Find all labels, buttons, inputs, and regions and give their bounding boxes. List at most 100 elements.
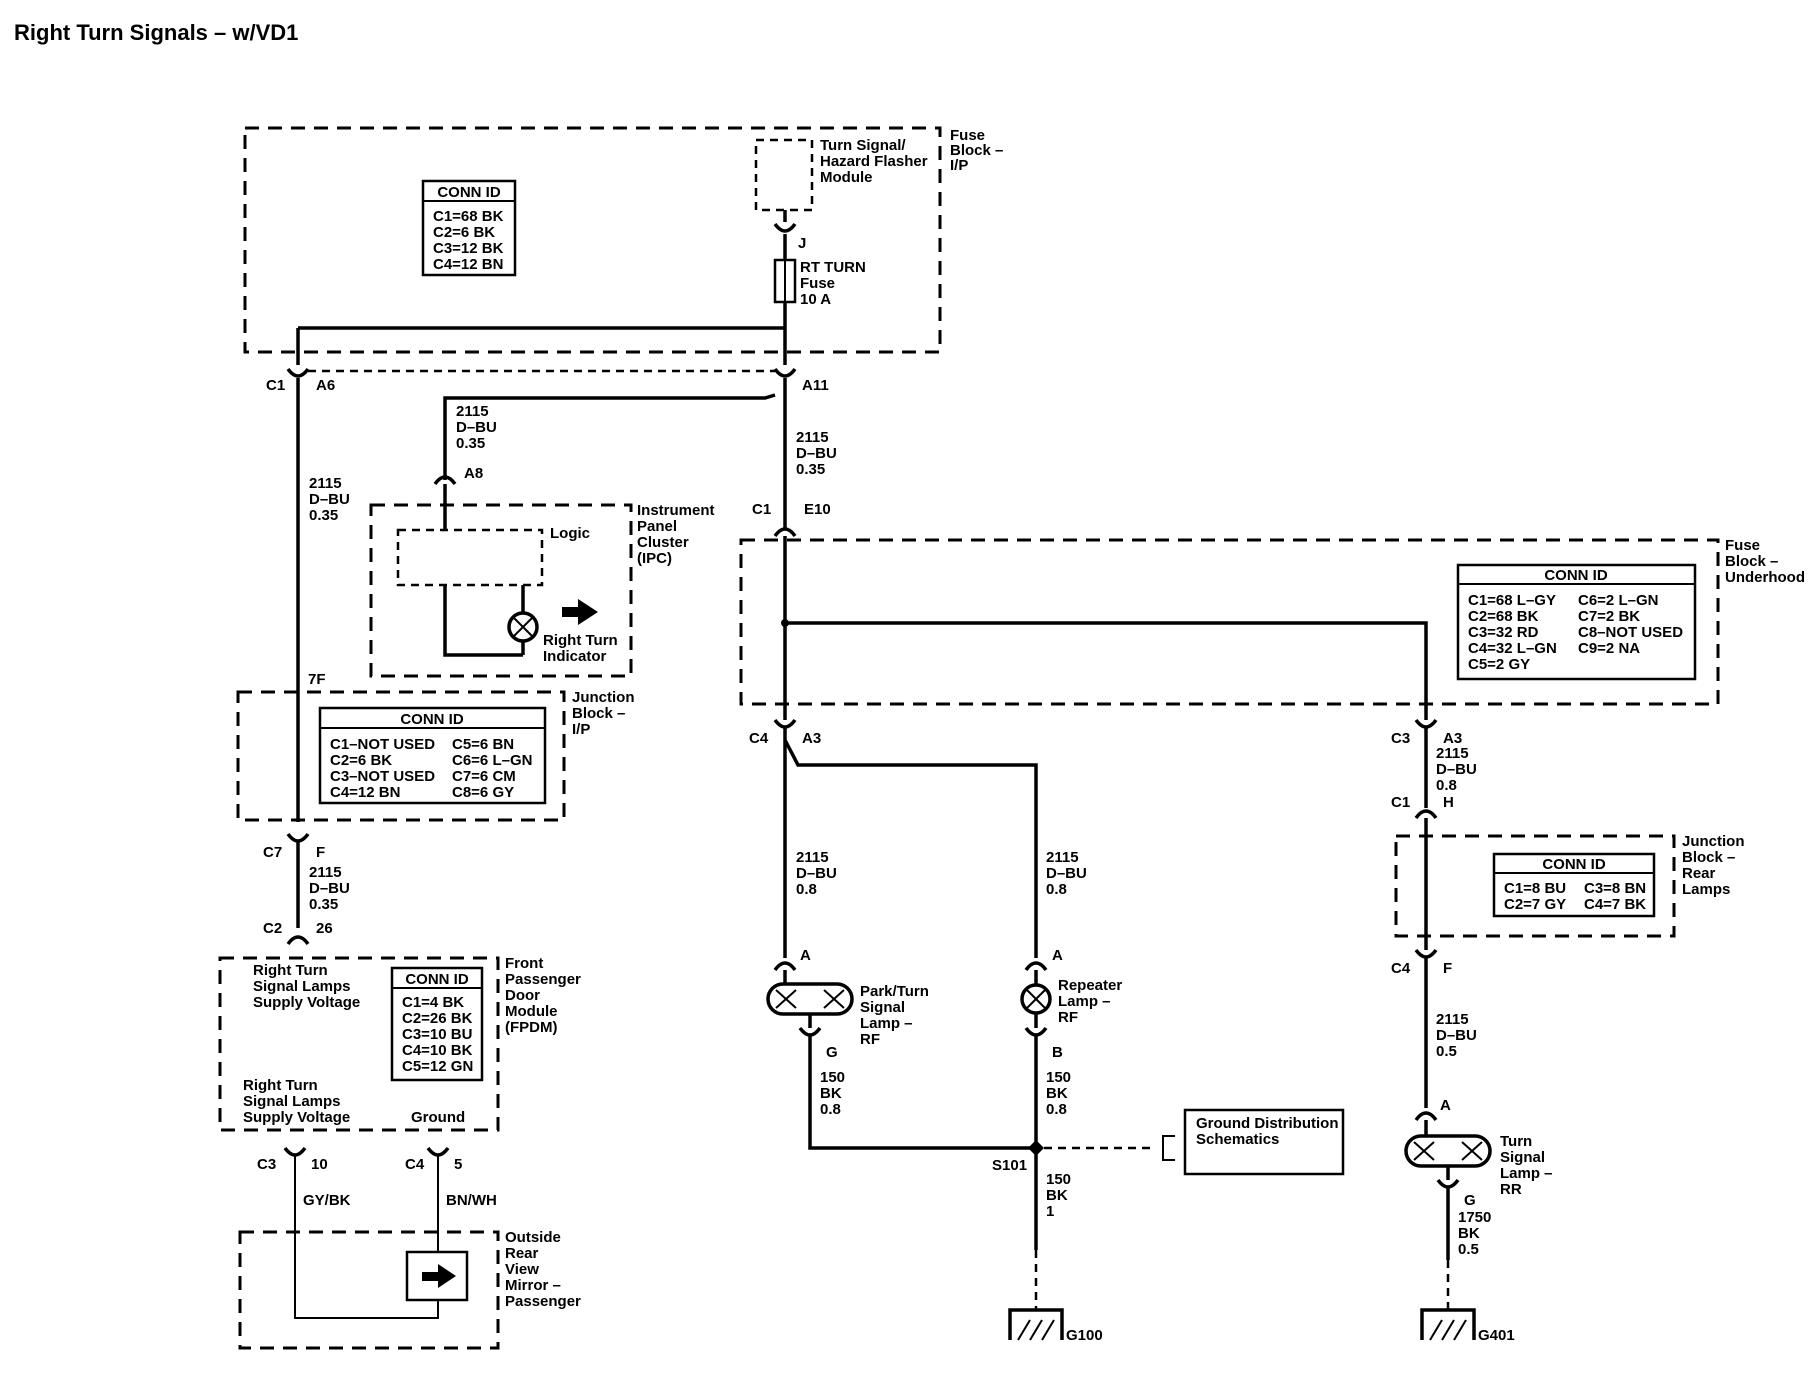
- connector-c4-5-icon: [426, 1146, 450, 1157]
- fuse-label-2: Fuse: [800, 275, 835, 292]
- wire-label: 150: [1046, 1171, 1071, 1188]
- pin-c3: C3: [257, 1156, 276, 1173]
- repeater-label-1: Repeater: [1058, 977, 1122, 994]
- wire-label: 1: [1046, 1203, 1054, 1220]
- wire-label: 2115: [796, 429, 829, 446]
- turn-rr-label-4: RR: [1500, 1181, 1522, 1198]
- wire-label: 0.35: [309, 896, 338, 913]
- conn-id-row: C3=32 RD: [1468, 624, 1539, 641]
- conn-id-header: CONN ID: [405, 971, 469, 988]
- conn-id-row: C2=6 BK: [330, 752, 392, 769]
- pin-10: 10: [311, 1156, 328, 1173]
- mirror-label-3: View: [505, 1261, 539, 1278]
- repeater-label-3: RF: [1058, 1009, 1078, 1026]
- conn-id-header: CONN ID: [1542, 856, 1606, 873]
- jb-rear-label-1: Junction: [1682, 833, 1745, 850]
- conn-id-row: C2=26 BK: [402, 1010, 473, 1027]
- junction-block-rear-lamps: Junction Block – Rear Lamps CONN ID C1=8…: [1394, 818, 1745, 950]
- ground-distribution-schematics-reference: Ground Distribution Schematics: [1183, 1108, 1345, 1176]
- connector-c2-icon: [286, 935, 310, 946]
- conn-id-row: C8–NOT USED: [1578, 624, 1683, 641]
- conn-id-row: C2=6 BK: [433, 224, 495, 241]
- wire-label: 0.8: [820, 1101, 841, 1118]
- indicator-label-1: Right Turn: [543, 632, 618, 649]
- conn-id-row: C1=8 BU: [1504, 880, 1566, 897]
- connector-c4-a3-icon: [773, 718, 797, 729]
- jb-ip-label-2: Block –: [572, 705, 625, 722]
- turn-signal-lamp-rr: A Turn Signal Lamp – RR G: [1404, 1097, 1553, 1209]
- conn-id-row: C3=10 BU: [402, 1026, 472, 1043]
- wire-label: BK: [1046, 1085, 1068, 1102]
- outside-rear-view-mirror-passenger: Outside Rear View Mirror – Passenger: [238, 1156, 581, 1350]
- front-passenger-door-module: Front Passenger Door Module (FPDM) Right…: [218, 955, 581, 1132]
- indicator-label-2: Indicator: [543, 648, 607, 665]
- wire-label: 0.8: [796, 881, 817, 898]
- pin-a: A: [800, 947, 811, 964]
- connector-c4-f-icon: [1414, 948, 1438, 959]
- pin-c4: C4: [1391, 960, 1411, 977]
- conn-id-row: C9=2 NA: [1578, 640, 1640, 657]
- wire-label: 0.8: [1046, 881, 1067, 898]
- wire-label: D–BU: [456, 419, 497, 436]
- fpdm-bottom-label-3: Supply Voltage: [243, 1109, 350, 1126]
- pin-c2: C2: [263, 920, 282, 937]
- pin-g: G: [1464, 1192, 1476, 1209]
- fpdm-label-5: (FPDM): [505, 1019, 558, 1036]
- fb-uh-label-2: Block –: [1725, 553, 1778, 570]
- page-title: Right Turn Signals – w/VD1: [14, 20, 298, 45]
- ipc-logic-label: Logic: [550, 525, 590, 542]
- connector-c3-a3-icon: [1414, 718, 1438, 729]
- connector-c7-icon: [286, 832, 310, 843]
- conn-id-row: C1=4 BK: [402, 994, 464, 1011]
- wire-label: D–BU: [1436, 1027, 1477, 1044]
- conn-id-table-fuse-block-underhood: CONN ID C1=68 L–GY C2=68 BK C3=32 RD C4=…: [1456, 563, 1697, 681]
- park-turn-label-2: Signal: [860, 999, 905, 1016]
- connector-e10-icon: [773, 527, 797, 538]
- conn-id-table-junction-block-rear: CONN ID C1=8 BU C2=7 GY C3=8 BN C4=7 BK: [1492, 852, 1656, 918]
- pin-c3: C3: [1391, 730, 1410, 747]
- conn-id-row: C7=6 CM: [452, 768, 516, 785]
- pin-j: J: [798, 235, 806, 252]
- wire-label: D–BU: [309, 491, 350, 508]
- wire-label: 2115: [796, 849, 829, 866]
- wire-label: 2115: [1436, 745, 1469, 762]
- pin-a3: A3: [802, 730, 821, 747]
- pin-5: 5: [454, 1156, 462, 1173]
- conn-id-row: C2=68 BK: [1468, 608, 1539, 625]
- pin-c4: C4: [749, 730, 769, 747]
- pin-c4: C4: [405, 1156, 425, 1173]
- wire-label: 2115: [456, 403, 489, 420]
- splice-label: S101: [992, 1157, 1027, 1174]
- repeater-lamp-rf: A Repeater Lamp – RF B: [1020, 947, 1122, 1061]
- fpdm-top-label-3: Supply Voltage: [253, 994, 360, 1011]
- park-turn-signal-lamp-rf: A Park/Turn Signal Lamp – RF G: [766, 947, 929, 1061]
- fuse-block-ip-label-1: Fuse: [950, 127, 985, 144]
- right-arrow-icon: [562, 599, 598, 625]
- flasher-label-2: Hazard Flasher: [820, 153, 928, 170]
- fpdm-ground-label: Ground: [411, 1109, 465, 1126]
- fb-uh-label-3: Underhood: [1725, 569, 1805, 586]
- conn-id-row: C4=12 BN: [330, 784, 400, 801]
- wire-label: 2115: [309, 864, 342, 881]
- park-turn-label-1: Park/Turn: [860, 983, 929, 1000]
- pin-f: F: [1443, 960, 1452, 977]
- pin-g: G: [826, 1044, 838, 1061]
- conn-id-table-junction-block-ip: CONN ID C1–NOT USED C2=6 BK C3–NOT USED …: [318, 706, 547, 805]
- wire-label: D–BU: [1046, 865, 1087, 882]
- connector-a11-icon: [773, 367, 797, 378]
- right-arrow-icon: [422, 1264, 456, 1288]
- pin-a8: A8: [464, 465, 483, 482]
- pin-c7: C7: [263, 844, 282, 861]
- conn-id-row: C1=68 BK: [433, 208, 504, 225]
- conn-id-row: C5=6 BN: [452, 736, 514, 753]
- pin-c1: C1: [1391, 794, 1410, 811]
- conn-id-row: C1–NOT USED: [330, 736, 435, 753]
- pin-26: 26: [316, 920, 333, 937]
- conn-id-row: C5=12 GN: [402, 1058, 473, 1075]
- conn-id-header: CONN ID: [1544, 567, 1608, 584]
- conn-id-row: C3–NOT USED: [330, 768, 435, 785]
- park-turn-label-3: Lamp –: [860, 1015, 913, 1032]
- conn-id-row: C3=12 BK: [433, 240, 504, 257]
- conn-id-row: C1=68 L–GY: [1468, 592, 1556, 609]
- junction-block-ip: 7F Junction Block – I/P CONN ID C1–NOT U…: [236, 671, 635, 822]
